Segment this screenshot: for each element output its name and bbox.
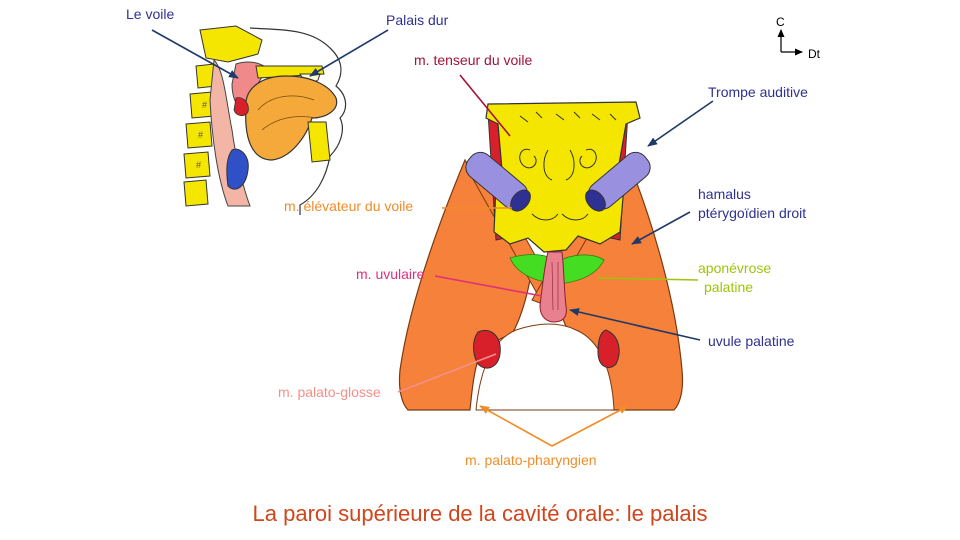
tongue <box>245 75 338 161</box>
label-pterygoidien-droit: ptérygoïdien droit <box>698 205 807 221</box>
sagittal-head-view: # # # <box>183 25 347 215</box>
svg-text:#: # <box>196 160 201 170</box>
left-tonsil <box>473 330 501 369</box>
palate-posterior-view <box>398 101 684 411</box>
orientation-indicator <box>777 29 803 56</box>
orientation-up-label: C <box>776 15 785 29</box>
pharynx-wall <box>209 58 251 207</box>
label-palato-pharyngien: m. palato-pharyngien <box>465 452 597 468</box>
orientation-right-label: Dt <box>808 47 820 61</box>
right-tonsil <box>597 329 620 368</box>
label-palato-glosse: m. palato-glosse <box>278 384 381 400</box>
left-auditory-tube <box>465 151 531 212</box>
slide-title: La paroi supérieure de la cavité orale: … <box>252 501 708 526</box>
uvula <box>539 251 567 323</box>
mandible <box>307 121 331 163</box>
svg-text:#: # <box>198 130 203 140</box>
label-uvulaire: m. uvulaire <box>356 266 425 282</box>
label-hamalus: hamalus <box>698 186 751 202</box>
label-palais-dur: Palais dur <box>386 12 449 28</box>
label-palatine: palatine <box>704 279 754 295</box>
right-auditory-tube <box>585 151 651 212</box>
leader-lines <box>151 29 714 447</box>
label-aponevrose: aponévrose <box>698 260 772 276</box>
skull-base <box>199 25 263 63</box>
epiglottis <box>226 148 249 190</box>
face-profile <box>249 27 347 215</box>
svg-text:#: # <box>202 100 207 110</box>
label-elevateur-du-voile: m. élévateur du voile <box>284 198 414 214</box>
label-tenseur-du-voile: m. tenseur du voile <box>414 52 533 68</box>
label-trompe-auditive: Trompe auditive <box>708 84 808 100</box>
label-uvule-palatine: uvule palatine <box>708 333 795 349</box>
cervical-vertebrae: # # # <box>183 63 217 207</box>
label-le-voile: Le voile <box>126 6 175 22</box>
